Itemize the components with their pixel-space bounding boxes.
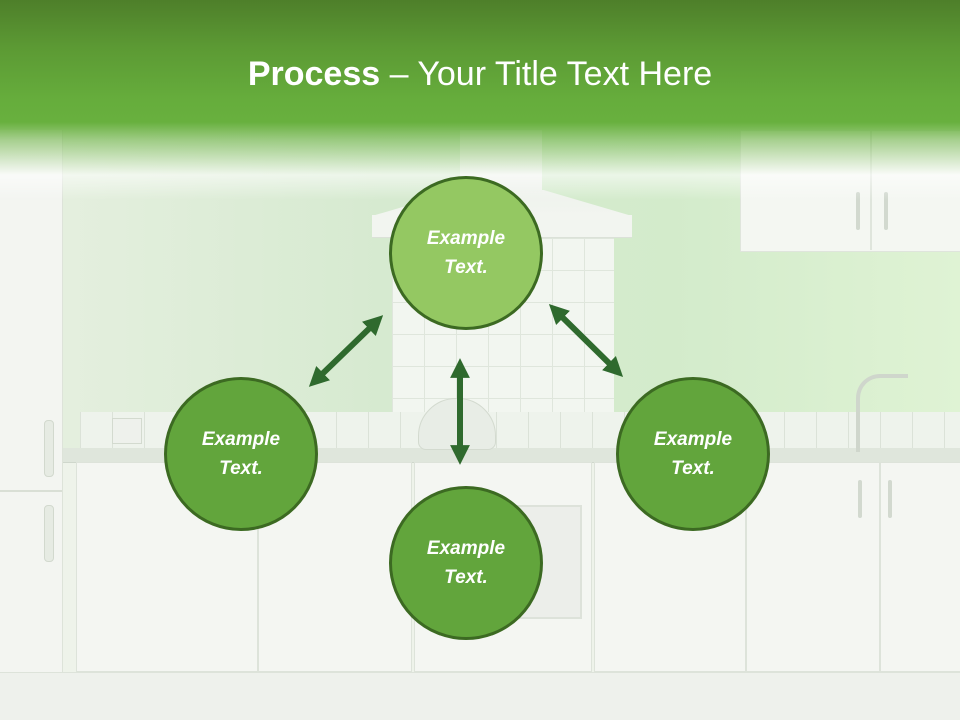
cabinet-handle — [888, 480, 892, 518]
refrigerator-handle — [44, 420, 54, 477]
refrigerator-door-seam — [0, 490, 62, 492]
node-bottom-text: Example Text. — [426, 538, 506, 588]
base-cabinet — [880, 462, 960, 672]
refrigerator — [0, 130, 63, 700]
node-right-text: Example Text. — [653, 429, 733, 479]
title-rest: – Your Title Text Here — [380, 55, 713, 93]
node-left: Example Text. — [164, 377, 318, 531]
base-cabinet — [746, 462, 880, 672]
floor — [0, 672, 960, 720]
cabinet-handle — [858, 480, 862, 518]
title-strong: Process — [247, 55, 381, 93]
node-bottom: Example Text. — [389, 486, 543, 640]
title-band — [0, 0, 960, 200]
node-top-text: Example Text. — [426, 228, 506, 278]
node-top: Example Text. — [389, 176, 543, 330]
refrigerator-handle — [44, 505, 54, 562]
slide-title: Process – Your Title Text Here — [0, 52, 960, 96]
arrow-top-right — [548, 304, 624, 377]
arrow-top-left — [308, 315, 384, 387]
cabinet-handle — [856, 192, 860, 230]
cabinet-handle — [884, 192, 888, 230]
pot — [112, 418, 142, 444]
node-left-text: Example Text. — [201, 429, 281, 479]
node-right: Example Text. — [616, 377, 770, 531]
faucet — [856, 374, 908, 452]
